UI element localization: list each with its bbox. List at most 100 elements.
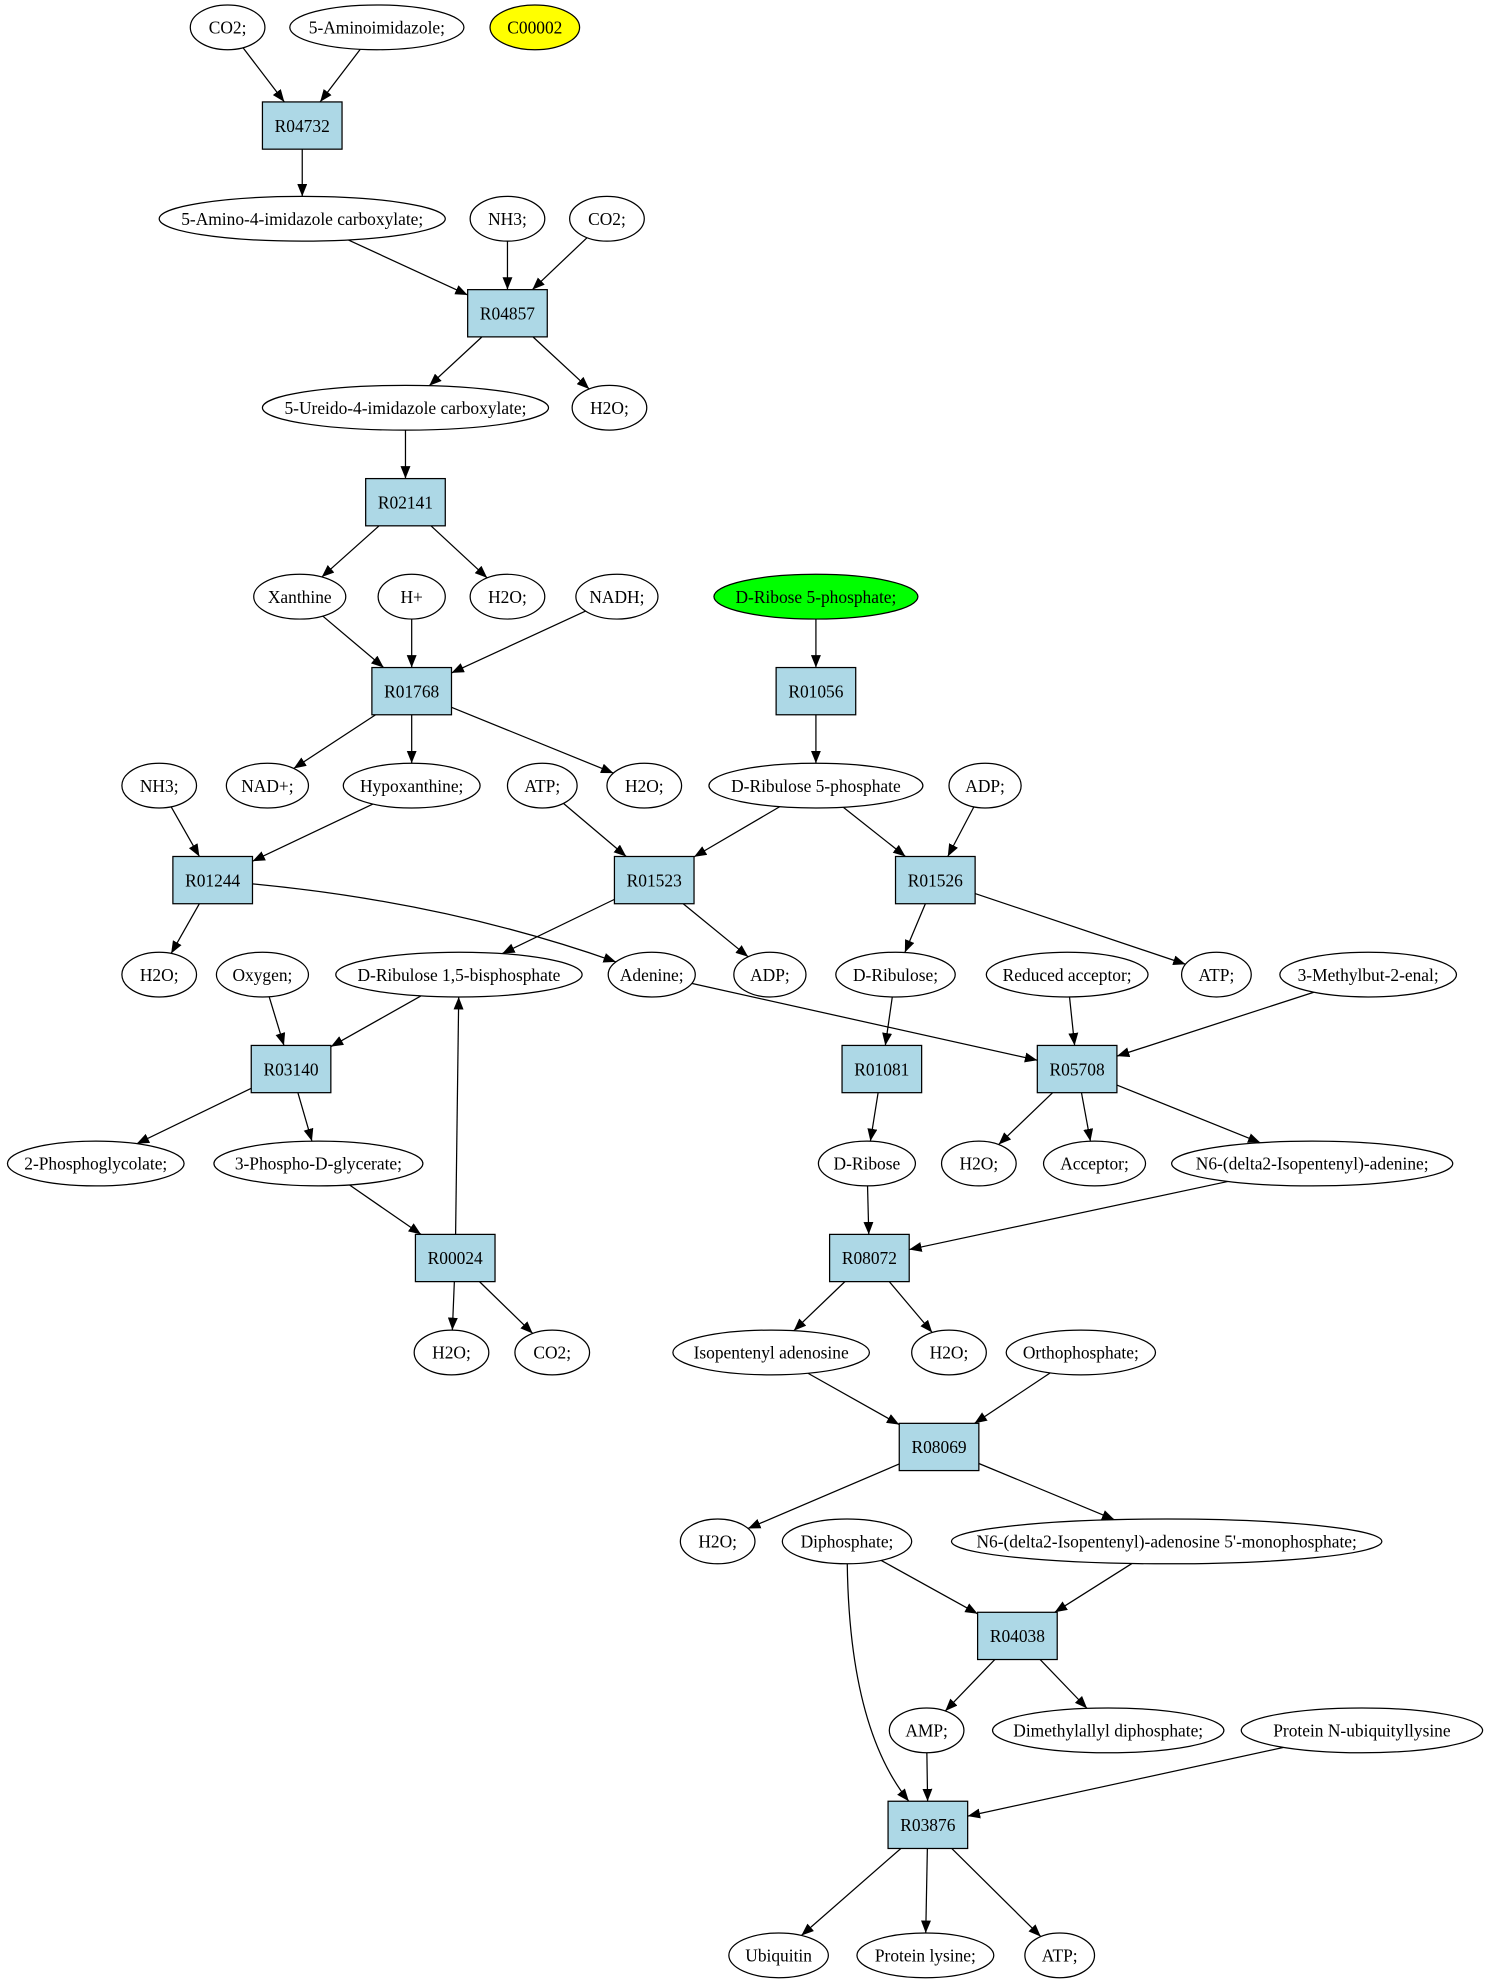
compound-node: H2O; [911, 1329, 987, 1376]
node-label: Isopentenyl adenosine [694, 1343, 849, 1363]
node-label: ADP; [965, 776, 1005, 796]
compound-node: CO2; [189, 4, 266, 51]
compound-node: Ubiquitin [728, 1932, 829, 1979]
reaction-node: R08069 [898, 1422, 980, 1472]
compound-node: Diphosphate; [781, 1518, 913, 1565]
compound-node: Adenine; [607, 951, 696, 998]
node-label: NH3; [140, 776, 179, 796]
node-label: R01056 [788, 681, 843, 701]
reaction-box [898, 1422, 980, 1472]
reaction-box [365, 477, 446, 527]
compound-ellipse [708, 762, 924, 809]
node-label: Acceptor; [1060, 1154, 1129, 1174]
edge-arrow [136, 1087, 252, 1145]
reaction-box [1036, 1044, 1118, 1094]
edge-arrow [1116, 991, 1314, 1058]
node-label: Diphosphate; [801, 1532, 894, 1552]
reaction-node: R01081 [841, 1044, 923, 1094]
node-label: R04857 [480, 303, 535, 323]
reaction-box [414, 1233, 496, 1283]
reaction-node: R01526 [894, 855, 976, 905]
compound-node: 2-Phosphoglycolate; [6, 1140, 185, 1187]
node-label: 5-Ureido-4-imidazole carboxylate; [284, 398, 526, 418]
compound-node: ADP; [733, 951, 807, 998]
edge-arrow [532, 336, 590, 390]
node-label: ATP; [1042, 1946, 1078, 1966]
edge-arrow [428, 336, 483, 387]
compound-ellipse [377, 573, 446, 620]
compound-node: Protein N-ubiquityllysine [1240, 1707, 1484, 1754]
edge-arrow [846, 1563, 910, 1802]
compound-node: Isopentenyl adenosine [672, 1329, 871, 1376]
edge-arrow [904, 903, 926, 953]
edge-arrow [691, 982, 1038, 1063]
compound-ellipse [289, 4, 465, 51]
node-label: CO2; [209, 18, 247, 38]
edge-arrow [974, 892, 1186, 966]
edge-arrow [967, 1746, 1284, 1819]
edge-arrow [974, 1372, 1051, 1424]
compound-ellipse [575, 573, 659, 620]
node-label: H2O; [930, 1343, 969, 1363]
compound-node: D-Ribose [817, 1140, 917, 1187]
edge-arrow [447, 1281, 458, 1331]
compound-node: 3-Phospho-D-glycerate; [213, 1140, 424, 1187]
edge-arrow [880, 1559, 978, 1615]
compound-ellipse [950, 1518, 1383, 1565]
compound-node: H2O; [571, 384, 648, 431]
node-label: Dimethylallyl diphosphate; [1013, 1721, 1203, 1741]
compound-ellipse [489, 4, 581, 51]
edge-arrow [1080, 1092, 1094, 1142]
reaction-node: R04732 [261, 101, 343, 150]
compound-ellipse [856, 1932, 995, 1979]
edge-arrow [349, 1184, 422, 1235]
node-label: H2O; [960, 1154, 999, 1174]
edge-arrow [747, 1463, 900, 1530]
edge-arrow [319, 48, 361, 103]
compound-node: D-Ribulose; [835, 951, 956, 998]
edge-arrow [170, 806, 200, 857]
compound-ellipse [1005, 1329, 1157, 1376]
reaction-node: R03876 [887, 1800, 969, 1850]
compound-ellipse [413, 1329, 490, 1376]
edge-arrow [978, 1462, 1115, 1521]
compound-node: N6-(delta2-Isopentenyl)-adenine; [1171, 1140, 1454, 1187]
node-label: ATP; [524, 776, 560, 796]
compound-ellipse [606, 762, 683, 809]
compound-ellipse [158, 195, 446, 242]
reaction-node: R02141 [365, 477, 446, 527]
node-label: Oxygen; [232, 965, 292, 985]
reaction-box [261, 101, 343, 150]
node-label: 2-Phosphoglycolate; [24, 1154, 167, 1174]
reaction-box [371, 666, 453, 716]
node-label: H2O; [488, 587, 527, 607]
node-label: CO2; [533, 1343, 571, 1363]
compound-ellipse [1240, 1707, 1484, 1754]
compound-ellipse [728, 1932, 829, 1979]
compound-ellipse [514, 1329, 591, 1376]
edge-arrow [252, 803, 374, 862]
edges [136, 47, 1314, 1938]
compound-ellipse [469, 195, 546, 242]
edge-arrow [944, 1659, 996, 1712]
node-label: Hypoxanthine; [360, 776, 463, 796]
compound-ellipse [911, 1329, 987, 1376]
compound-ellipse [213, 1140, 424, 1187]
node-label: R05708 [1050, 1059, 1105, 1079]
reaction-box [613, 855, 695, 905]
compound-ellipse [1279, 951, 1458, 998]
compound-ellipse [6, 1140, 185, 1187]
compound-ellipse [1042, 1140, 1147, 1187]
compound-ellipse [607, 951, 696, 998]
compound-node: NH3; [469, 195, 546, 242]
node-label: Ubiquitin [745, 1946, 812, 1966]
edge-arrow [888, 1281, 933, 1333]
edge-arrow [242, 47, 285, 103]
edge-arrow [909, 1180, 1229, 1252]
edge-arrow [998, 1092, 1054, 1145]
nodes: CO2;5-Aminoimidazole;C00002R047325-Amino… [6, 4, 1484, 1979]
compound-node: H2O; [940, 1140, 1017, 1187]
node-label: D-Ribose [834, 1154, 901, 1174]
reaction-box [467, 289, 548, 338]
edge-arrow [430, 525, 488, 579]
